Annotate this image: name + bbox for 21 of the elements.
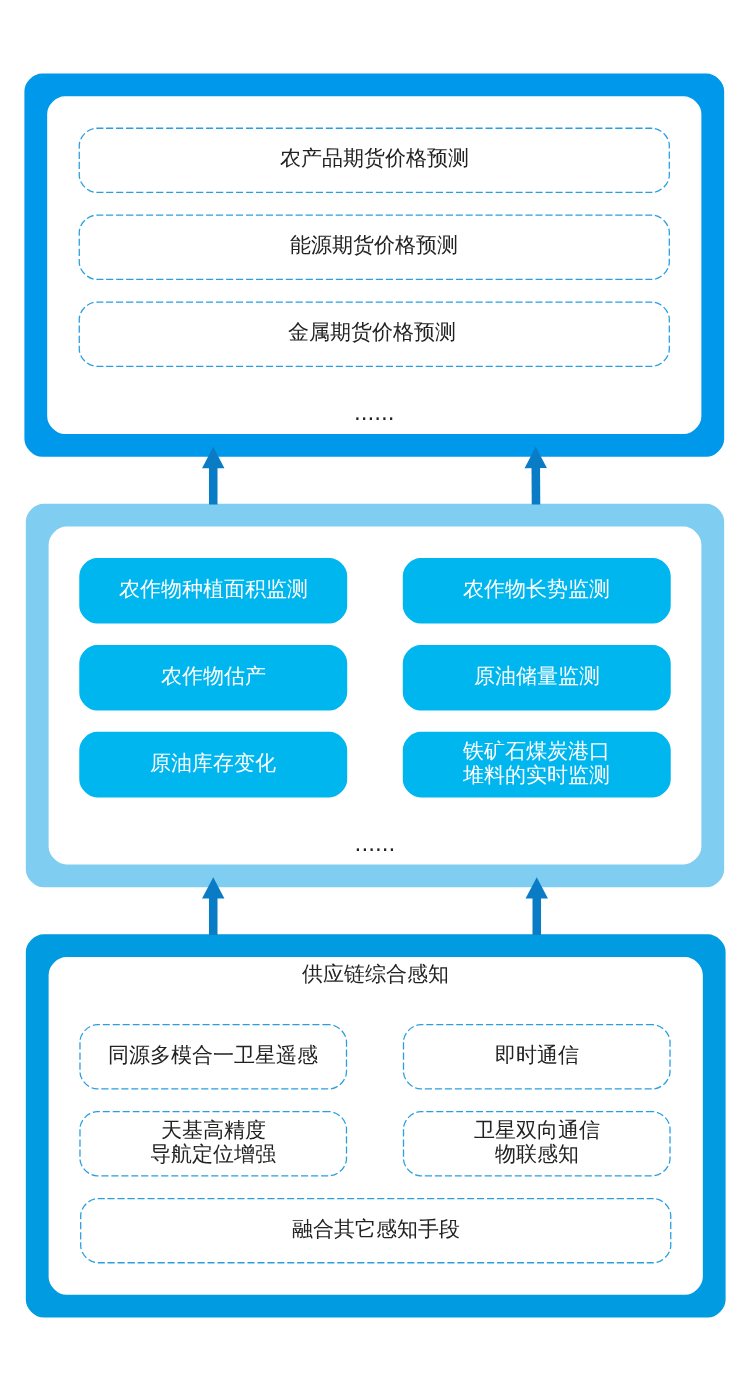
arrow — [525, 877, 548, 935]
node-box: 农作物估产 — [79, 644, 348, 711]
node-box: 原油库存变化 — [79, 731, 348, 798]
node-box: 金属期货价格预测 — [78, 301, 670, 367]
cluster — [25, 503, 725, 888]
node-box: 能源期货价格预测 — [78, 214, 670, 280]
arrow — [202, 877, 225, 935]
arrow — [202, 446, 225, 505]
node-box: 农作物长势监测 — [402, 557, 671, 624]
cluster — [25, 934, 726, 1318]
cluster — [24, 73, 725, 457]
node-box: 铁矿石煤炭港口堆料的实时监测 — [402, 731, 671, 798]
node-box: 即时通信 — [402, 1024, 671, 1090]
node-box: 农作物种植面积监测 — [79, 557, 348, 624]
node-box: 天基高精度导航定位增强 — [79, 1111, 348, 1177]
node-box: 卫星双向通信物联感知 — [402, 1111, 671, 1177]
node-box: 原油储量监测 — [402, 644, 671, 711]
node-box: 融合其它感知手段 — [80, 1197, 672, 1264]
arrow — [524, 446, 547, 505]
node-box: 同源多模合一卫星遥感 — [79, 1024, 348, 1090]
node-box: 农产品期货价格预测 — [78, 127, 670, 194]
